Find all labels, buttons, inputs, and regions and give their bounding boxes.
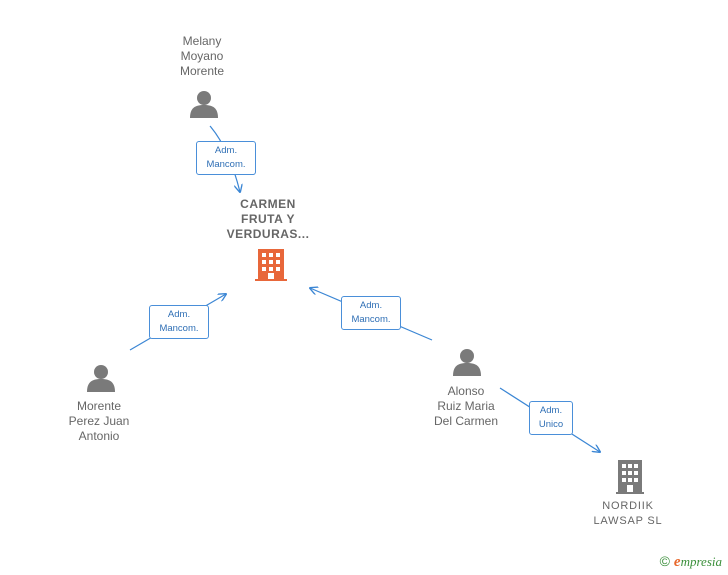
label-line: Morente (76, 399, 122, 413)
label-line: FRUTA Y (241, 212, 295, 226)
edge-label-morente-carmen: Adm. Mancom. (149, 305, 209, 339)
brand-name: mpresia (680, 554, 722, 569)
edge-label-line: Adm. (167, 309, 191, 320)
edge-label-alonso-nordiik: Adm. Unico (529, 401, 573, 435)
company-label-carmen[interactable]: CARMEN FRUTA Y VERDURAS... (218, 197, 318, 242)
edge-label-line: Adm. (359, 300, 383, 311)
edge-label-line: Unico (538, 419, 564, 430)
label-line: Alonso (447, 384, 485, 398)
edge-label-line: Mancom. (159, 323, 199, 334)
copyright-icon: © (659, 553, 670, 569)
company-label-nordiik[interactable]: NORDIIK LAWSAP SL (583, 499, 673, 529)
label-line: CARMEN (240, 197, 296, 211)
label-line: Moyano (180, 49, 224, 63)
edge-label-line: Adm. (539, 405, 563, 416)
edge-label-alonso-carmen: Adm. Mancom. (341, 296, 401, 330)
empresia-logo[interactable]: ©empresia (660, 553, 722, 571)
label-line: VERDURAS... (226, 227, 310, 241)
label-line: LAWSAP SL (593, 515, 663, 527)
person-icon[interactable] (87, 365, 115, 392)
label-line: Melany (182, 34, 222, 48)
person-icon[interactable] (453, 349, 481, 376)
person-label-alonso[interactable]: Alonso Ruiz Maria Del Carmen (422, 384, 510, 429)
label-line: NORDIIK (602, 500, 654, 512)
building-icon[interactable] (255, 249, 287, 281)
label-line: Perez Juan (68, 414, 130, 428)
edge-label-line: Mancom. (351, 314, 391, 325)
person-icon[interactable] (190, 91, 218, 118)
person-label-melany[interactable]: Melany Moyano Morente (164, 34, 240, 79)
edge-label-melany-carmen: Adm. Mancom. (196, 141, 256, 175)
building-icon[interactable] (616, 460, 644, 494)
label-line: Del Carmen (433, 414, 499, 428)
brand-initial: e (673, 554, 681, 570)
edge-label-line: Adm. (214, 145, 238, 156)
edge-label-line: Mancom. (206, 159, 246, 170)
person-label-morente-perez[interactable]: Morente Perez Juan Antonio (56, 399, 142, 444)
label-line: Antonio (78, 429, 120, 443)
label-line: Ruiz Maria (437, 399, 495, 413)
label-line: Morente (179, 64, 225, 78)
